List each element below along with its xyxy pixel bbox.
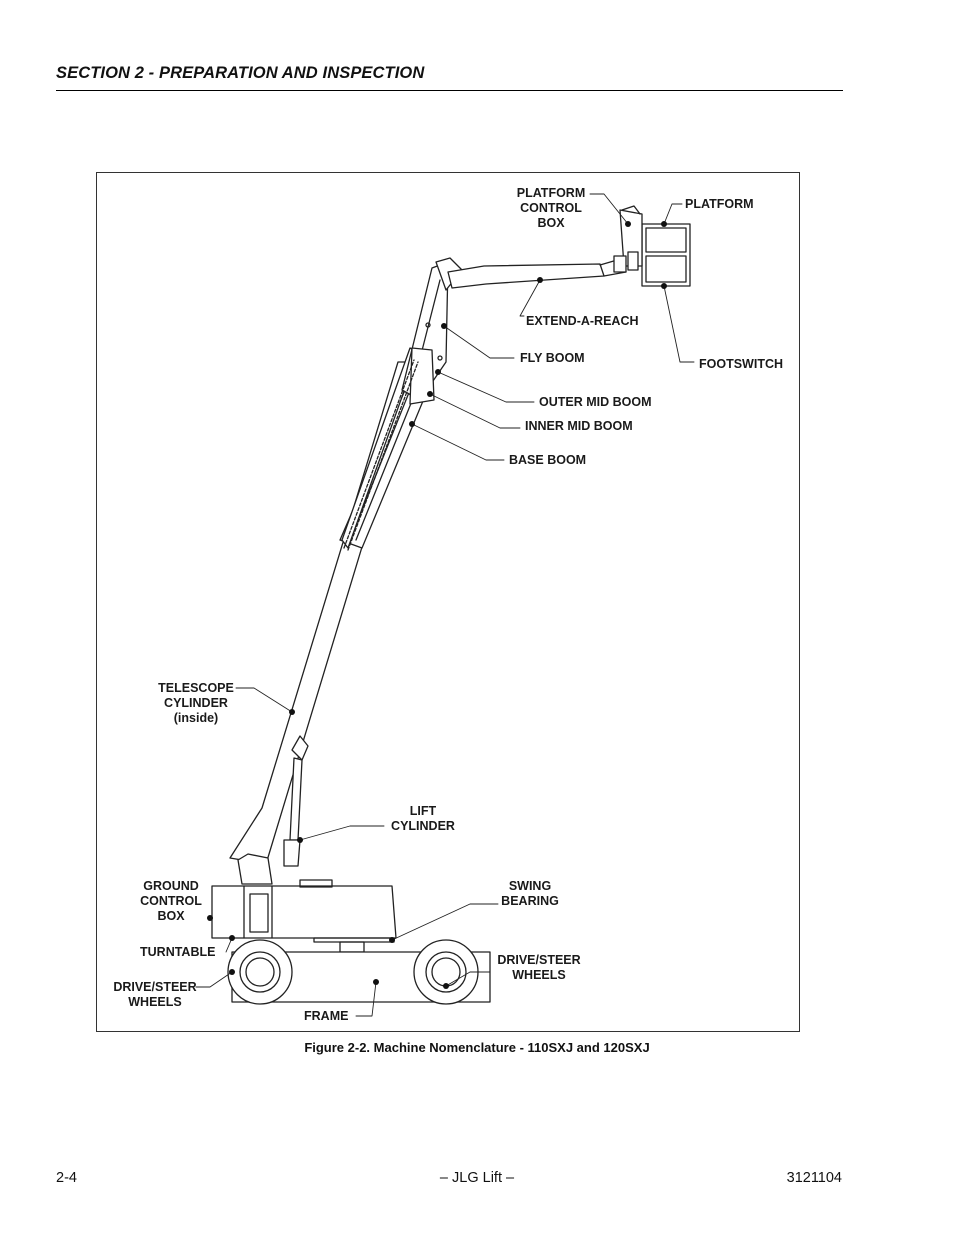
label-extend-a-reach: EXTEND-A-REACH bbox=[526, 314, 639, 328]
label-drive-steer-wheels-left: DRIVE/STEER WHEELS bbox=[113, 980, 197, 1009]
lift-cylinder-drawing bbox=[283, 735, 309, 867]
leader-lines bbox=[195, 193, 695, 1017]
document-number: 3121104 bbox=[786, 1170, 842, 1186]
turntable-drawing bbox=[211, 853, 397, 953]
leader-dots bbox=[207, 221, 667, 989]
figure-frame bbox=[96, 172, 800, 1032]
label-outer-mid-boom: OUTER MID BOOM bbox=[539, 395, 652, 409]
label-platform-control-box: PLATFORM CONTROL BOX bbox=[516, 186, 586, 230]
label-turntable: TURNTABLE bbox=[140, 945, 216, 959]
label-swing-bearing: SWING BEARING bbox=[501, 879, 559, 908]
page-number: 2-4 bbox=[56, 1170, 77, 1186]
label-frame: FRAME bbox=[304, 1009, 349, 1023]
label-lift-cylinder: LIFT CYLINDER bbox=[391, 804, 455, 833]
label-telescope-cylinder: TELESCOPE CYLINDER (inside) bbox=[158, 681, 234, 725]
label-base-boom: BASE BOOM bbox=[509, 453, 587, 467]
frame-wheels-drawing bbox=[227, 939, 491, 1005]
boom-assembly bbox=[229, 257, 627, 865]
figure-caption: Figure 2-2. Machine Nomenclature - 110SX… bbox=[304, 1040, 650, 1055]
label-platform: PLATFORM bbox=[685, 197, 754, 211]
footer-title: – JLG Lift – bbox=[439, 1170, 515, 1186]
label-footswitch: FOOTSWITCH bbox=[699, 357, 784, 371]
label-ground-control-box: GROUND CONTROL BOX bbox=[140, 879, 202, 923]
label-drive-steer-wheels-right: DRIVE/STEER WHEELS bbox=[497, 953, 581, 982]
header-rule bbox=[56, 90, 843, 91]
label-fly-boom: FLY BOOM bbox=[520, 351, 585, 365]
label-inner-mid-boom: INNER MID BOOM bbox=[525, 419, 633, 433]
platform-drawing bbox=[613, 205, 691, 287]
section-header: SECTION 2 - PREPARATION AND INSPECTION bbox=[56, 64, 425, 82]
